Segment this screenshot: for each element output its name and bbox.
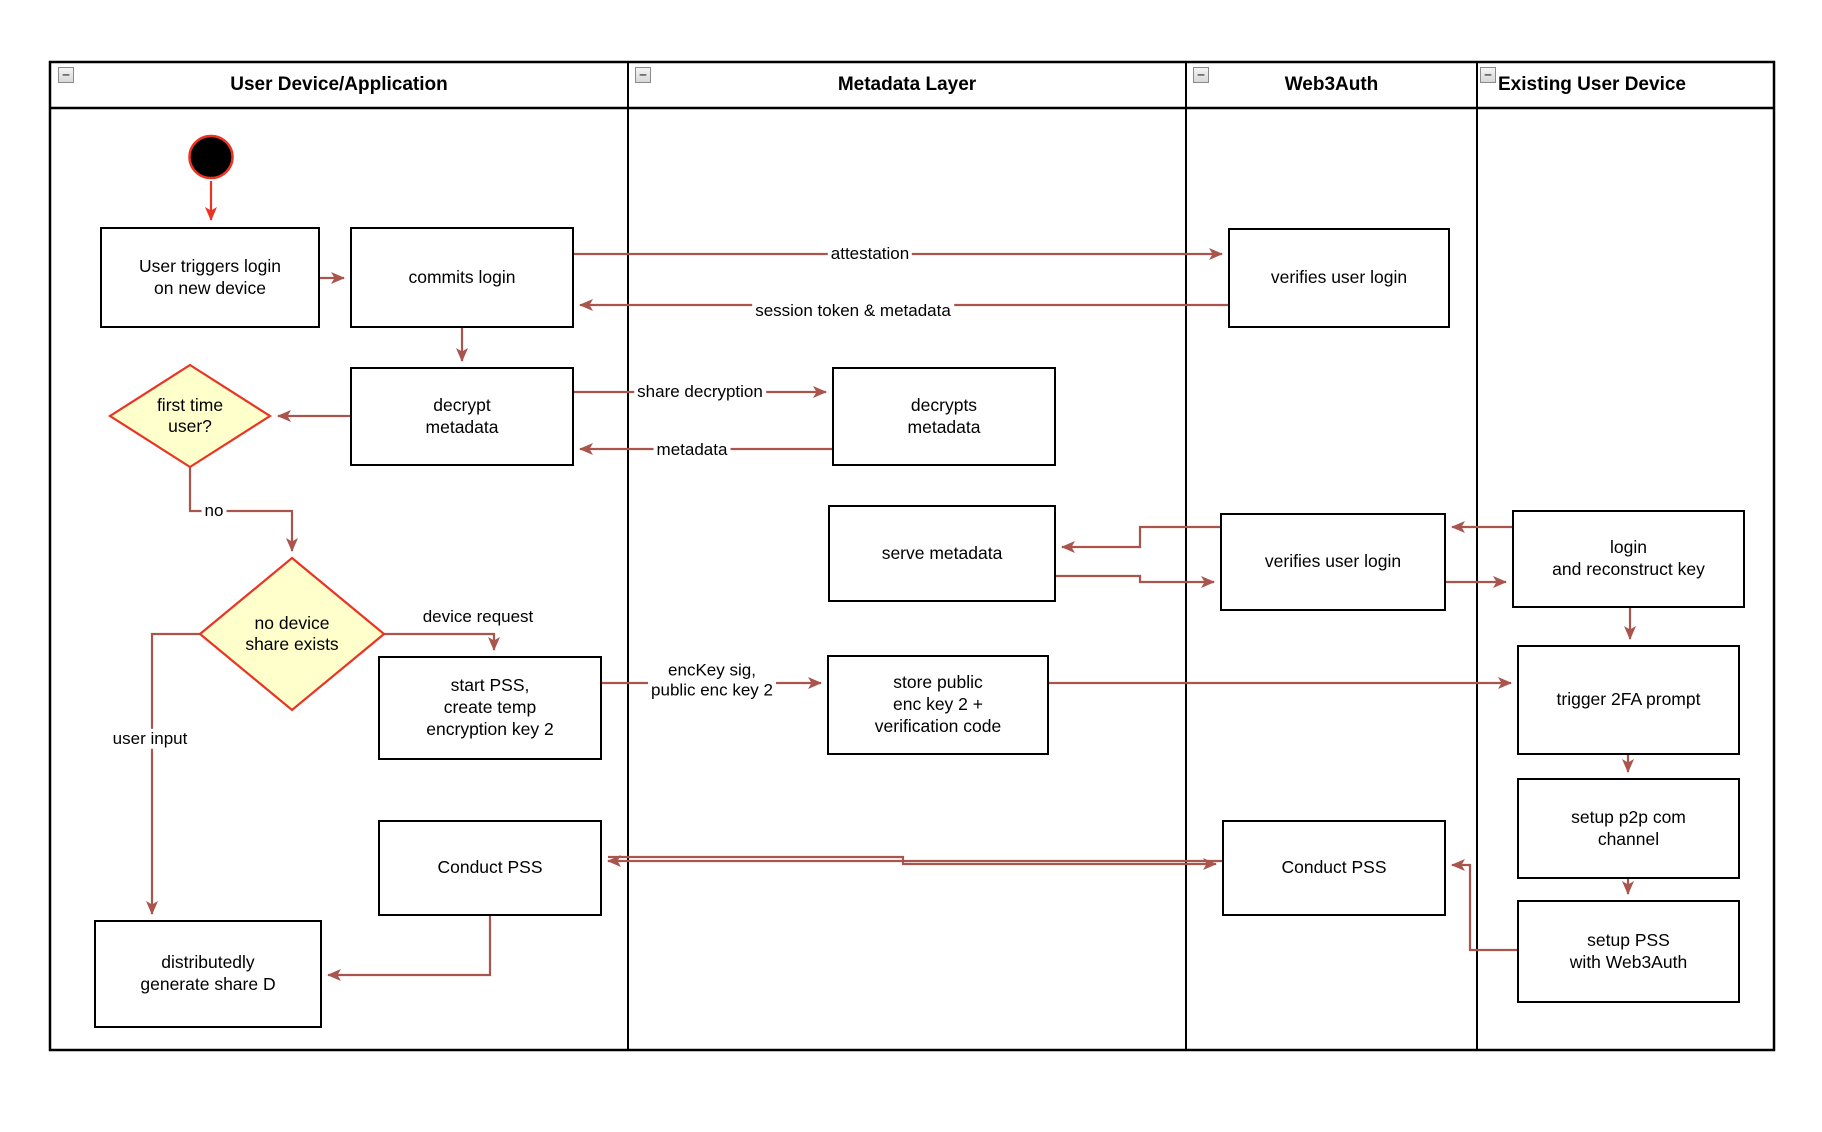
node-distributedly-generate-share-d[interactable]: distributedly generate share D (94, 920, 322, 1028)
edge-label-session-token: session token & metadata (752, 300, 954, 322)
edge-label-user-input: user input (109, 728, 191, 750)
first-time-user-diamond (107, 363, 273, 469)
no-device-share-label[interactable]: no device share exists (245, 612, 339, 654)
node-decrypts-metadata[interactable]: decrypts metadata (832, 367, 1056, 466)
node-setup-pss-with-web3auth[interactable]: setup PSS with Web3Auth (1517, 900, 1740, 1003)
node-store-public-enc-key[interactable]: store public enc key 2 + verification co… (827, 655, 1049, 755)
lane-header-metadata-layer[interactable]: Metadata Layer (837, 74, 977, 95)
lane-header-user-device[interactable]: User Device/Application (230, 74, 448, 95)
no-device-share-diamond (198, 556, 386, 712)
collapse-icon[interactable]: − (1193, 67, 1209, 83)
initial-node (188, 134, 234, 221)
node-commits-login[interactable]: commits login (350, 227, 574, 328)
collapse-icon[interactable]: − (1480, 67, 1496, 83)
node-trigger-2fa-prompt[interactable]: trigger 2FA prompt (1517, 645, 1740, 755)
edge-label-attestation: attestation (827, 243, 913, 265)
node-login-and-reconstruct-key[interactable]: login and reconstruct key (1512, 510, 1745, 608)
edge-label-enckey-sig: encKey sig, public enc key 2 (648, 660, 776, 702)
lane-header-web3auth[interactable]: Web3Auth (1284, 74, 1379, 95)
node-serve-metadata[interactable]: serve metadata (828, 505, 1056, 602)
node-decrypt-metadata[interactable]: decrypt metadata (350, 367, 574, 466)
collapse-icon[interactable]: − (635, 67, 651, 83)
collapse-icon[interactable]: − (58, 67, 74, 83)
first-time-user-label[interactable]: first time user? (156, 394, 224, 436)
node-user-triggers-login[interactable]: User triggers login on new device (100, 227, 320, 328)
edge-label-device-request: device request (419, 606, 537, 628)
node-setup-p2p-channel[interactable]: setup p2p com channel (1517, 778, 1740, 879)
node-verifies-user-login-1[interactable]: verifies user login (1228, 228, 1450, 328)
node-conduct-pss-web3auth[interactable]: Conduct PSS (1222, 820, 1446, 916)
node-start-pss[interactable]: start PSS, create temp encryption key 2 (378, 656, 602, 760)
node-conduct-pss-user[interactable]: Conduct PSS (378, 820, 602, 916)
lane-header-existing-device[interactable]: Existing User Device (1498, 74, 1686, 95)
edge-label-share-decryption: share decryption (634, 381, 766, 403)
decision-shapes (107, 363, 386, 712)
pool-frame (48, 60, 1776, 1052)
edge-label-no: no (201, 500, 227, 522)
node-verifies-user-login-2[interactable]: verifies user login (1220, 513, 1446, 611)
edge-label-metadata: metadata (653, 439, 731, 461)
